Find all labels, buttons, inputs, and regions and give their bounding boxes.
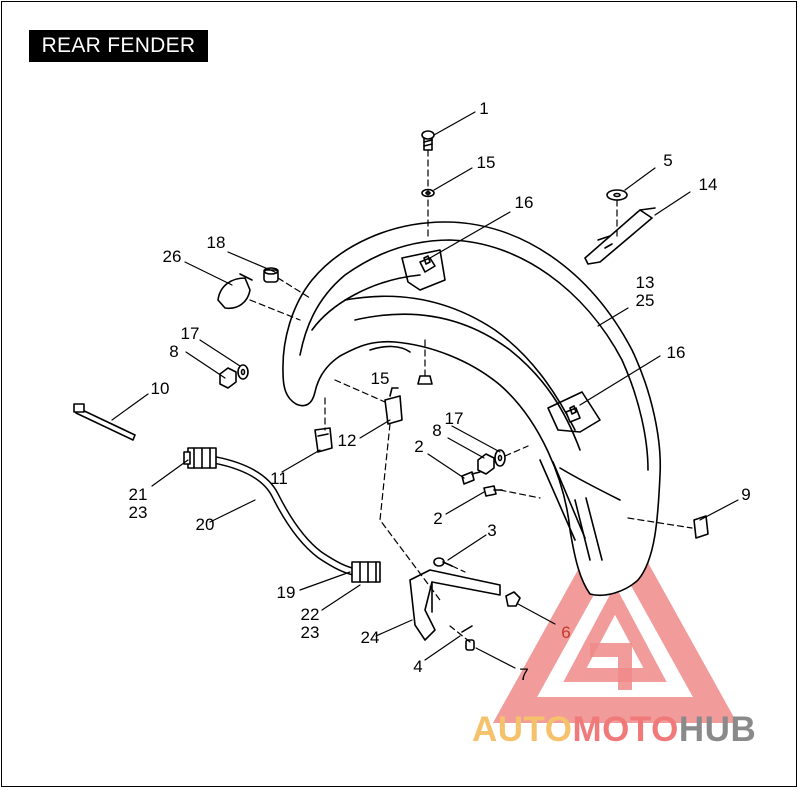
callout-20: 20 xyxy=(196,515,215,534)
callout-11: 11 xyxy=(270,469,288,488)
nut-16-bottom-icon xyxy=(565,405,581,423)
callout-19: 19 xyxy=(277,583,296,602)
callout-7: 7 xyxy=(519,665,528,684)
cable-tie-10-icon xyxy=(73,403,136,441)
rear-fender xyxy=(282,221,662,596)
clip-11-icon xyxy=(314,427,333,453)
leader-lines xyxy=(111,111,739,669)
callout-13: 13 xyxy=(636,273,655,292)
callout-6: 6 xyxy=(561,623,570,642)
watermark-part-3: HUB xyxy=(679,710,756,749)
pin-4-icon xyxy=(461,625,473,633)
lower-plate xyxy=(547,391,601,433)
callout-26: 26 xyxy=(163,247,182,266)
callout-25: 25 xyxy=(636,291,655,310)
nut-8-left-icon xyxy=(219,367,237,389)
screw-2-upper-icon xyxy=(461,471,481,485)
callout-4: 4 xyxy=(413,657,422,676)
washer-17-right-icon xyxy=(494,449,506,467)
watermark-logo xyxy=(492,503,738,723)
callout-18: 18 xyxy=(207,233,226,252)
wiring-harness-20 xyxy=(211,456,359,576)
callout-1: 1 xyxy=(479,99,488,118)
callout-15-mid: 15 xyxy=(371,369,390,388)
washer-5-icon xyxy=(606,189,628,201)
callout-17-right: 17 xyxy=(445,409,464,428)
bracket-24-icon xyxy=(409,569,501,641)
callout-2-upper: 2 xyxy=(414,437,423,456)
callout-16-top: 16 xyxy=(515,193,534,212)
upper-plate xyxy=(401,249,446,291)
nut-16-top-icon xyxy=(419,255,436,273)
callout-10: 10 xyxy=(151,379,170,398)
screw-3-icon xyxy=(433,557,453,567)
screw-1-icon xyxy=(421,130,435,151)
nut-6-icon xyxy=(505,591,521,607)
nut-15-mid-icon xyxy=(417,375,433,385)
bracket-14-icon xyxy=(584,207,656,265)
callout-23-lower: 23 xyxy=(301,623,320,642)
bracket-26-icon xyxy=(217,273,253,310)
callout-3: 3 xyxy=(487,521,496,540)
watermark-text: AUTOMOTOHUB xyxy=(472,710,756,749)
callout-9: 9 xyxy=(741,485,750,504)
diagram-title: REAR FENDER xyxy=(29,30,208,62)
watermark-part-2: MOTO xyxy=(573,710,679,749)
screw-2-lower-icon xyxy=(483,485,503,497)
washer-17-left-icon xyxy=(237,364,249,380)
callout-8-right: 8 xyxy=(432,421,441,440)
callout-14: 14 xyxy=(699,175,718,194)
watermark-part-1: AUTO xyxy=(472,710,573,749)
callout-15-top: 15 xyxy=(477,153,496,172)
connector-9-icon xyxy=(693,515,709,539)
callout-2-lower: 2 xyxy=(433,509,442,528)
connector-22-icon xyxy=(351,561,381,583)
callout-23-upper: 23 xyxy=(129,503,148,522)
spacer-7-icon xyxy=(465,639,475,651)
callout-5: 5 xyxy=(663,151,672,170)
clip-12-icon xyxy=(384,387,403,425)
callout-17-left: 17 xyxy=(181,324,200,343)
callout-22: 22 xyxy=(301,605,320,624)
connector-21-icon xyxy=(183,447,217,469)
assembly-lines xyxy=(249,149,693,643)
nut-8-right-icon xyxy=(477,453,495,475)
callout-12: 12 xyxy=(338,431,357,450)
callout-16-lower: 16 xyxy=(667,343,686,362)
callout-24: 24 xyxy=(361,628,380,647)
callout-21: 21 xyxy=(129,485,148,504)
callout-8-left: 8 xyxy=(169,342,178,361)
